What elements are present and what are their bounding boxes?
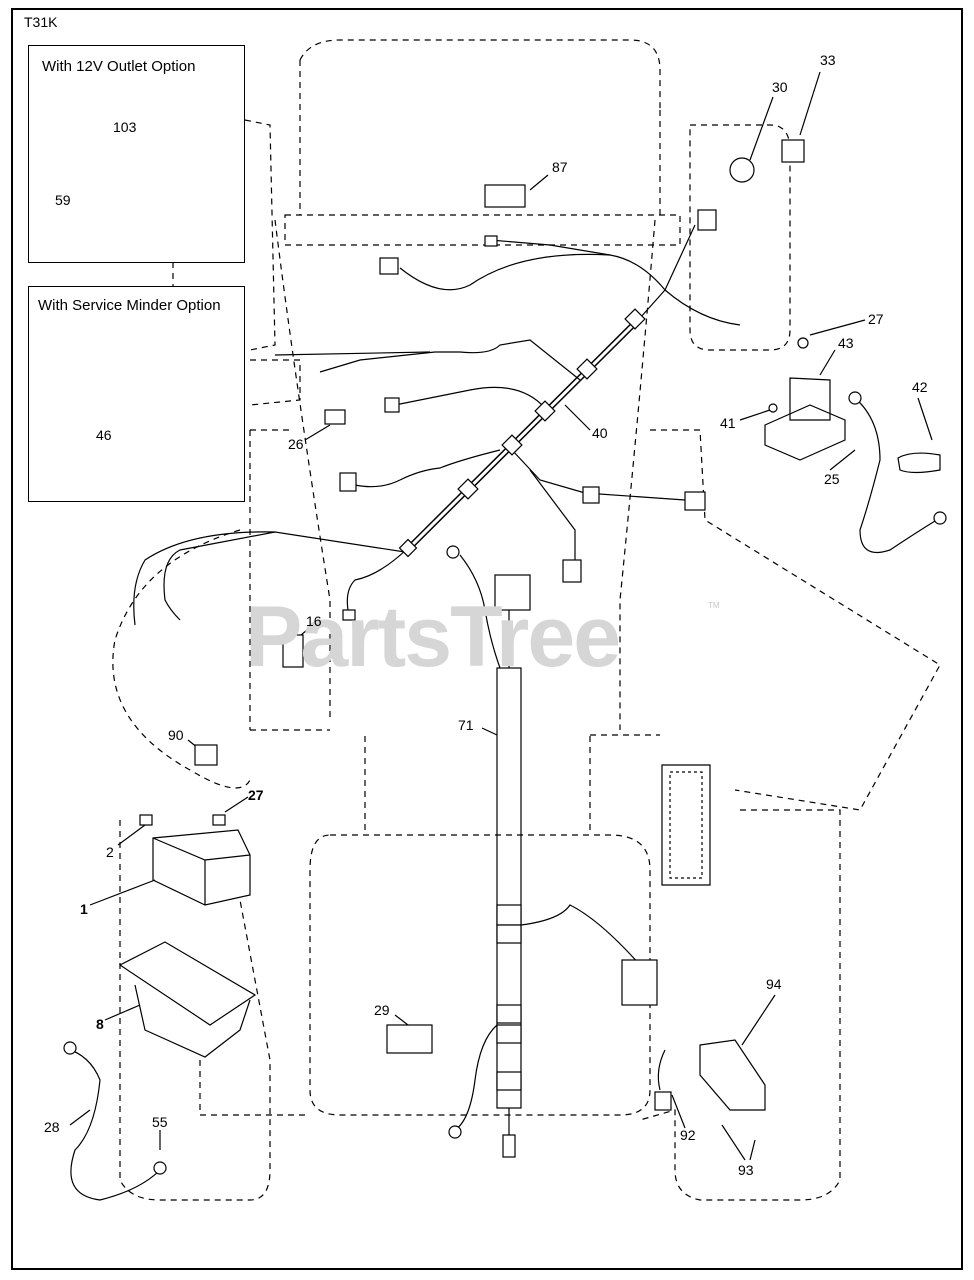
callout-8: 8 bbox=[96, 1016, 104, 1032]
callout-43: 43 bbox=[838, 335, 854, 351]
callout-25: 25 bbox=[824, 471, 840, 487]
callout-71: 71 bbox=[458, 717, 474, 733]
callout-16: 16 bbox=[306, 613, 322, 629]
callout-27-battery: 27 bbox=[248, 787, 264, 803]
callout-87: 87 bbox=[552, 159, 568, 175]
callout-55: 55 bbox=[152, 1114, 168, 1130]
callout-41: 41 bbox=[720, 415, 736, 431]
callout-46: 46 bbox=[96, 427, 112, 443]
diagram-frame bbox=[11, 8, 963, 1270]
diagram-code: T31K bbox=[24, 14, 58, 30]
callout-30: 30 bbox=[772, 79, 788, 95]
option-box-title: With 12V Outlet Option bbox=[42, 58, 196, 75]
callout-29: 29 bbox=[374, 1002, 390, 1018]
callout-92: 92 bbox=[680, 1127, 696, 1143]
callout-94: 94 bbox=[766, 976, 782, 992]
option-box-service-minder: With Service Minder Option bbox=[28, 286, 245, 502]
callout-42: 42 bbox=[912, 379, 928, 395]
callout-1: 1 bbox=[80, 901, 88, 917]
callout-2: 2 bbox=[106, 844, 114, 860]
callout-59: 59 bbox=[55, 192, 71, 208]
callout-90: 90 bbox=[168, 727, 184, 743]
callout-26: 26 bbox=[288, 436, 304, 452]
callout-40: 40 bbox=[592, 425, 608, 441]
callout-28: 28 bbox=[44, 1119, 60, 1135]
callout-27-upper: 27 bbox=[868, 311, 884, 327]
watermark-tm: TM bbox=[708, 601, 720, 610]
option-box-title: With Service Minder Option bbox=[38, 297, 221, 314]
callout-93: 93 bbox=[738, 1162, 754, 1178]
callout-33: 33 bbox=[820, 52, 836, 68]
watermark: PartsTree bbox=[245, 589, 621, 685]
option-box-12v-outlet: With 12V Outlet Option bbox=[28, 45, 245, 263]
callout-103: 103 bbox=[113, 119, 137, 135]
